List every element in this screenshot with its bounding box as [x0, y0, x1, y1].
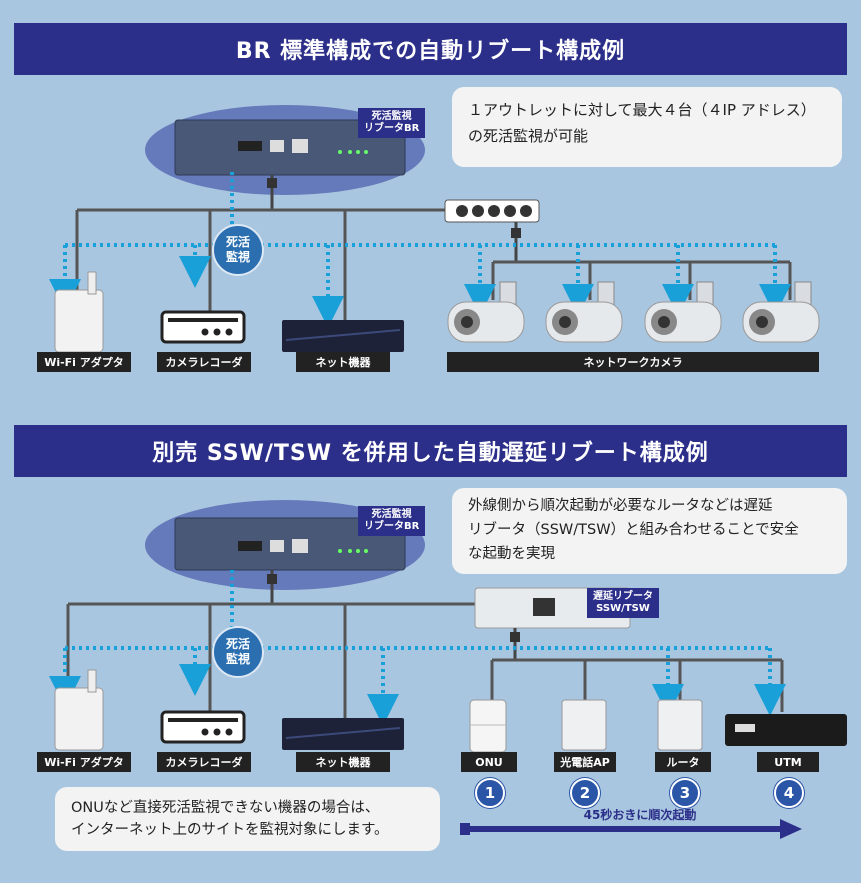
monitor-badge-1-line1: 死活 — [225, 235, 250, 249]
section2-note-line1: 外線側から順次起動が必要なルータなどは遅延 — [468, 498, 773, 514]
section2-title: 別売 SSW/TSW を併用した自動遅延リブート構成例 — [14, 425, 847, 477]
label-onu: ONU — [461, 752, 517, 772]
monitor-badge-1: 死活 監視 — [212, 224, 264, 276]
section1-note-line1: １アウトレットに対して最大４台（４IP アドレス） — [468, 101, 816, 119]
label-ap: 光電話AP — [554, 752, 616, 772]
br-tag-2-line2: リブータBR — [364, 521, 420, 532]
bottom-note-line1: ONUなど直接死活監視できない機器の場合は、 — [71, 800, 380, 816]
br-tag-1-line1: 死活監視 — [371, 111, 412, 122]
network-camera-1 — [447, 281, 525, 343]
section2-note: 外線側から順次起動が必要なルータなどは遅延 リブータ（SSW/TSW）と組み合わ… — [452, 488, 847, 574]
section1-title: BR 標準構成での自動リブート構成例 — [14, 23, 847, 75]
label-utm: UTM — [757, 752, 819, 772]
network-camera-2 — [545, 281, 623, 343]
wifi-adapter-1 — [54, 289, 104, 353]
network-camera-4 — [742, 281, 820, 343]
bottom-note: ONUなど直接死活監視できない機器の場合は、 インターネット上のサイトを監視対象… — [55, 787, 440, 851]
camera-recorder-1 — [160, 310, 246, 344]
sequence-text: 45秒おきに順次起動 — [583, 808, 697, 822]
br-tag-1-line2: リブータBR — [364, 123, 420, 134]
monitor-badge-2: 死活 監視 — [212, 626, 264, 678]
step-4-icon: 4 — [774, 778, 804, 808]
bottom-note-line2: インターネット上のサイトを監視対象にします。 — [71, 822, 389, 838]
label-net-2: ネット機器 — [296, 752, 390, 772]
label-camera: ネットワークカメラ — [447, 352, 819, 372]
label-wifi-1: Wi-Fi アダプタ — [37, 352, 131, 372]
ssw-tag: 遅延リブータ SSW/TSW — [587, 588, 659, 618]
section1-note-line2: の死活監視が可能 — [468, 127, 589, 145]
label-router: ルータ — [655, 752, 711, 772]
br-tag-2-line1: 死活監視 — [371, 509, 412, 520]
label-recorder-1: カメラレコーダ — [157, 352, 251, 372]
br-tag-1: 死活監視 リブータBR — [358, 108, 426, 138]
ssw-tag-line1: 遅延リブータ — [593, 591, 653, 602]
br-device-2 — [174, 517, 406, 571]
label-net-1: ネット機器 — [296, 352, 390, 372]
step-2-icon: 2 — [570, 778, 600, 808]
step-1-icon: 1 — [475, 778, 505, 808]
br-tag-2: 死活監視 リブータBR — [358, 506, 426, 536]
utm-device — [725, 714, 847, 746]
camera-recorder-2 — [160, 710, 246, 744]
ap-device — [561, 699, 607, 751]
label-recorder-2: カメラレコーダ — [157, 752, 251, 772]
section2-note-line2: リブータ（SSW/TSW）と組み合わせることで安全 — [468, 522, 799, 538]
network-camera-3 — [644, 281, 722, 343]
wifi-adapter-2 — [54, 687, 104, 751]
section2-note-line3: な起動を実現 — [468, 546, 555, 562]
br-device-1 — [174, 119, 406, 176]
monitor-badge-1-line2: 監視 — [225, 250, 250, 264]
step-3-icon: 3 — [670, 778, 700, 808]
onu-device — [469, 699, 507, 753]
monitor-badge-2-line1: 死活 — [225, 637, 250, 651]
section1-note: １アウトレットに対して最大４台（４IP アドレス） の死活監視が可能 — [452, 87, 842, 167]
router-device — [657, 699, 703, 751]
monitor-badge-2-line2: 監視 — [225, 652, 250, 666]
label-wifi-2: Wi-Fi アダプタ — [37, 752, 131, 772]
ssw-tag-line2: SSW/TSW — [596, 603, 650, 614]
